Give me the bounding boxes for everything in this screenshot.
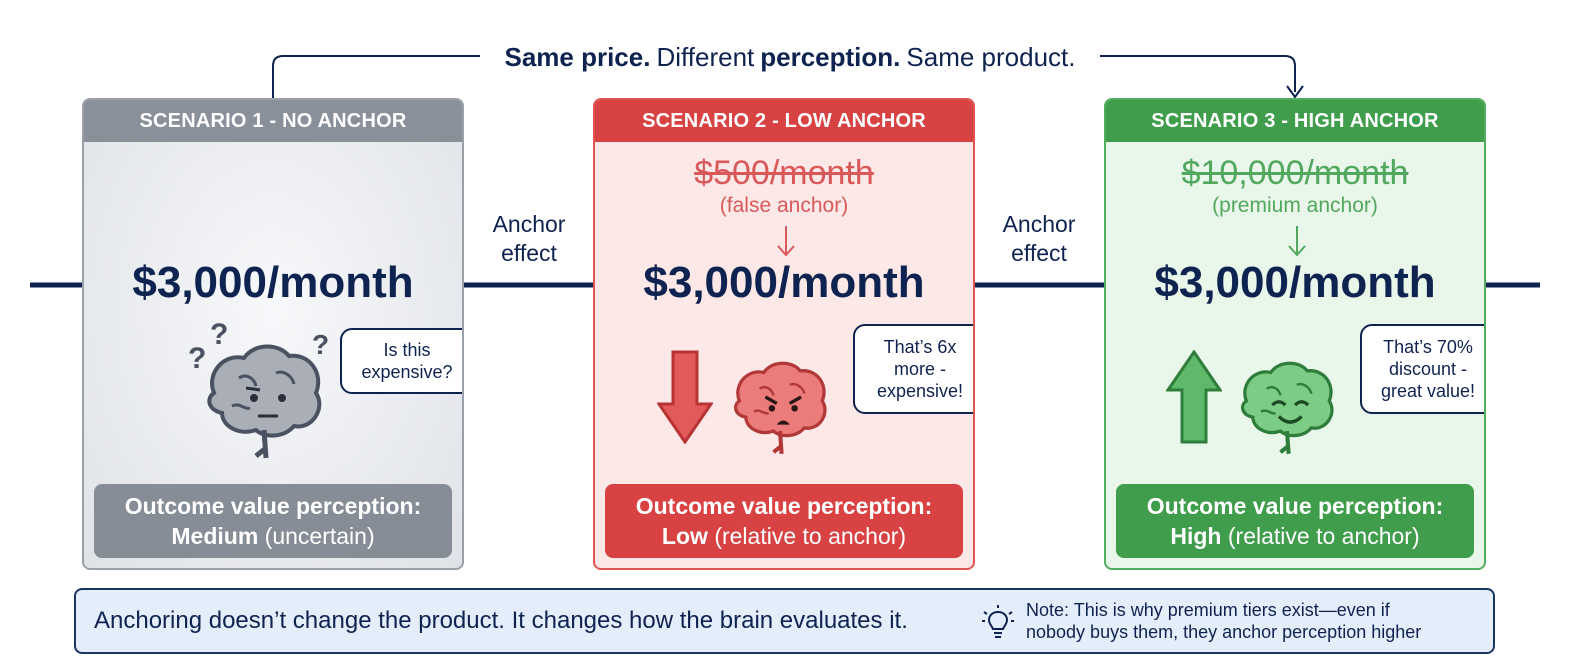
thin-arrow-down-icon: [1288, 226, 1306, 257]
scenario-2-anchor-note: (false anchor): [719, 194, 849, 217]
headline-same-price: Same price.: [504, 41, 651, 72]
effect-1-line-1: Anchor: [492, 211, 566, 237]
svg-text:?: ?: [210, 318, 228, 351]
outcome-1-level: Medium: [171, 523, 259, 549]
scenario-3-anchor-price: $10,000/month: [1181, 154, 1409, 192]
svg-text:?: ?: [312, 329, 329, 360]
footer-note-line-1: Note: This is why premium tiers exist—ev…: [1026, 600, 1390, 620]
brain-angry-icon: [733, 361, 827, 454]
footer-banner: Anchoring doesn’t change the product. It…: [74, 588, 1495, 654]
scenario-2-card: SCENARIO 2 - LOW ANCHOR $500/month (fals…: [593, 98, 975, 570]
bubble-3-line-3: great value!: [1380, 381, 1476, 401]
outcome-1-title: Outcome value perception:: [124, 493, 422, 519]
effect-1-line-2: effect: [501, 240, 557, 266]
scenario-3-header: SCENARIO 3 - HIGH ANCHOR: [1106, 100, 1484, 142]
outcome-2-title: Outcome value perception:: [635, 493, 933, 519]
scenario-3-card: SCENARIO 3 - HIGH ANCHOR $10,000/month (…: [1104, 98, 1486, 570]
effect-2-line-1: Anchor: [1002, 211, 1076, 237]
anchor-effect-label-1: Anchor effect: [474, 210, 584, 268]
top-bracket-right: [1088, 55, 1296, 92]
anchor-effect-label-2: Anchor effect: [984, 210, 1094, 268]
svg-text:?: ?: [188, 342, 206, 375]
scenario-2-header: SCENARIO 2 - LOW ANCHOR: [595, 100, 973, 142]
arrow-down-icon: [657, 350, 713, 444]
footer-note: Note: This is why premium tiers exist—ev…: [1026, 599, 1486, 643]
scenario-3-price: $3,000/month: [1154, 258, 1436, 307]
brain-happy-icon: [1240, 361, 1334, 454]
outcome-2-level: Low: [661, 523, 708, 549]
footer-note-line-2: nobody buys them, they anchor perception…: [1026, 622, 1422, 642]
scenario-1-card: SCENARIO 1 - NO ANCHOR $3,000/month ? ? …: [82, 98, 464, 570]
effect-2-line-2: effect: [1011, 240, 1067, 266]
bubble-3-line-2: discount -: [1388, 359, 1468, 379]
bubble-2-line-1: That’s 6x: [883, 337, 957, 357]
headline-same-product: Same product.: [906, 41, 1076, 72]
scenario-2-price: $3,000/month: [643, 258, 925, 307]
bubble-1-line-2: expensive?: [361, 362, 453, 382]
outcome-1-detail: (uncertain): [264, 523, 375, 549]
footer-main-text: Anchoring doesn’t change the product. It…: [94, 607, 908, 634]
bubble-3-line-1: That’s 70%: [1383, 337, 1473, 357]
headline-perception: perception.: [760, 41, 901, 72]
outcome-3-level: High: [1170, 523, 1222, 549]
outcome-3-title: Outcome value perception:: [1146, 493, 1444, 519]
bubble-2-line-3: expensive!: [876, 381, 964, 401]
scenario-1-header: SCENARIO 1 - NO ANCHOR: [84, 100, 462, 142]
arrow-up-icon: [1166, 350, 1222, 444]
bubble-2-line-2: more -: [893, 359, 946, 379]
thin-arrow-down-icon: [777, 226, 795, 257]
headline-different: Different: [656, 41, 755, 72]
outcome-3-detail: (relative to anchor): [1227, 523, 1420, 549]
top-bracket-left: [272, 55, 480, 99]
scenario-1-price: $3,000/month: [132, 258, 414, 307]
brain-confused-icon: ? ? ?: [188, 318, 329, 459]
scenario-1-outcome: Outcome value perception: Medium (uncert…: [94, 484, 452, 558]
scenario-3-outcome: Outcome value perception: High (relative…: [1116, 484, 1474, 558]
scenario-3-anchor-note: (premium anchor): [1212, 194, 1378, 217]
bubble-1-line-1: Is this: [383, 340, 431, 360]
headline: Same price. Different perception. Same p…: [480, 36, 1100, 78]
top-bracket-arrowhead: [1286, 85, 1304, 99]
outcome-2-detail: (relative to anchor): [714, 523, 907, 549]
scenario-1-speech-bubble: Is this expensive?: [340, 328, 462, 394]
scenario-2-outcome: Outcome value perception: Low (relative …: [605, 484, 963, 558]
lightbulb-icon: [982, 605, 1014, 638]
scenario-3-speech-bubble: That’s 70% discount - great value!: [1360, 324, 1484, 414]
scenario-2-speech-bubble: That’s 6x more - expensive!: [853, 324, 973, 414]
scenario-2-anchor-price: $500/month: [694, 154, 874, 192]
